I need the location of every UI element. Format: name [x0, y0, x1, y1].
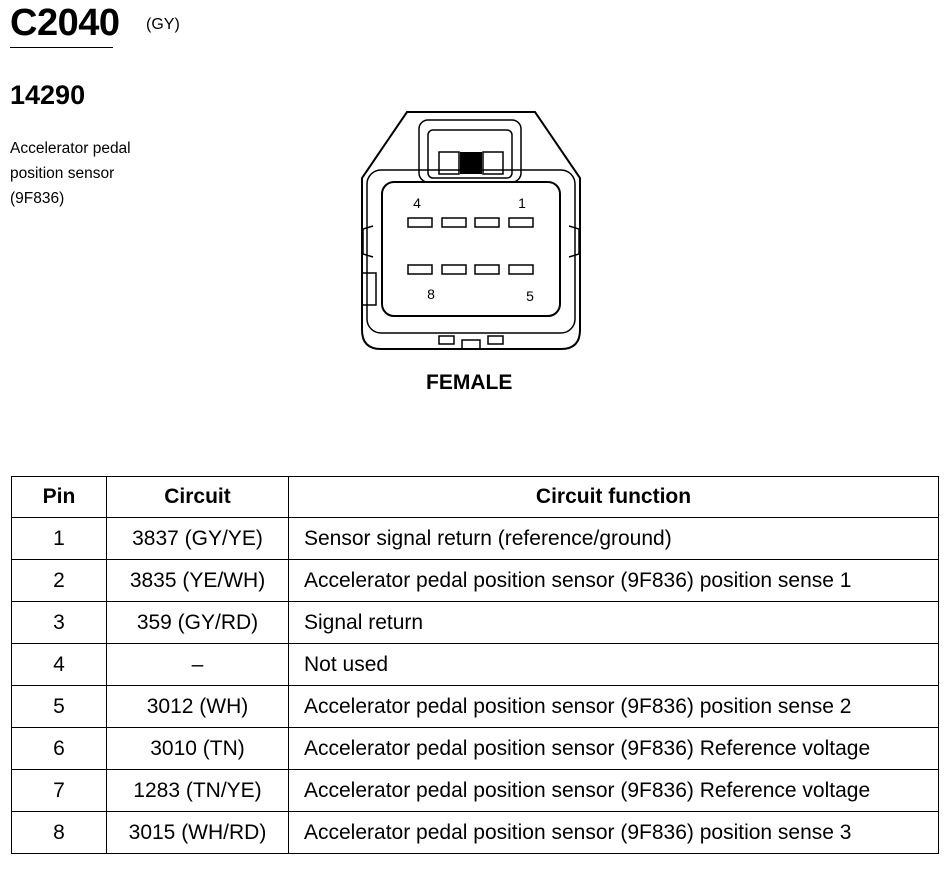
pin-label-5: 5: [526, 288, 534, 304]
circuit-cell: 3010 (TN): [106, 727, 289, 770]
connector-gender-label: FEMALE: [426, 371, 513, 394]
pin-cell: 8: [11, 811, 107, 854]
function-cell: Accelerator pedal position sensor (9F836…: [288, 685, 939, 728]
table-header-row: Pin Circuit Circuit function: [11, 476, 939, 518]
side-latch: [361, 272, 377, 306]
circuit-cell: 3015 (WH/RD): [106, 811, 289, 854]
pin-cell: 7: [11, 769, 107, 812]
pin-cell: 2: [11, 559, 107, 602]
table-row: 3 359 (GY/RD) Signal return: [11, 601, 939, 644]
bottom-key: [487, 335, 504, 345]
connector-color: (GY): [146, 16, 180, 33]
locking-tab-inner: [427, 129, 513, 179]
locking-tab-slot: [438, 151, 460, 175]
pin-label-8: 8: [427, 286, 435, 302]
part-number: 14290: [10, 80, 86, 110]
connector-id-underline: [10, 47, 113, 48]
connector-description: Accelerator pedal position sensor (9F836…: [10, 136, 131, 211]
pin-cell: 1: [11, 517, 107, 560]
table-row: 2 3835 (YE/WH) Accelerator pedal positio…: [11, 559, 939, 602]
circuit-cell: 3837 (GY/YE): [106, 517, 289, 560]
pin-cavity: [474, 264, 500, 275]
table-row: 4 – Not used: [11, 643, 939, 686]
pin-cell: 4: [11, 643, 107, 686]
bottom-key: [461, 339, 481, 350]
circuit-cell: 359 (GY/RD): [106, 601, 289, 644]
pin-cavity: [441, 217, 467, 228]
function-cell: Not used: [288, 643, 939, 686]
connector-inner-frame: [366, 169, 576, 334]
pin-cell: 6: [11, 727, 107, 770]
circuit-cell: 1283 (TN/YE): [106, 769, 289, 812]
pin-label-4: 4: [413, 195, 421, 211]
locking-tab-slot: [482, 151, 504, 175]
table-row: 7 1283 (TN/YE) Accelerator pedal positio…: [11, 769, 939, 812]
pin-cavity-area: [381, 181, 561, 317]
circuit-cell: –: [106, 643, 289, 686]
function-cell: Accelerator pedal position sensor (9F836…: [288, 811, 939, 854]
locking-tab-slot: [460, 152, 482, 174]
description-line: position sensor: [10, 165, 115, 182]
pin-label-1: 1: [518, 195, 526, 211]
circuit-cell: 3012 (WH): [106, 685, 289, 728]
bottom-key: [438, 335, 455, 345]
circuit-cell: 3835 (YE/WH): [106, 559, 289, 602]
pin-cavity: [508, 217, 534, 228]
side-tab-left: [362, 225, 374, 258]
table-row: 5 3012 (WH) Accelerator pedal position s…: [11, 685, 939, 728]
pin-cavity: [474, 217, 500, 228]
description-line: Accelerator pedal: [10, 140, 131, 157]
pin-cavity: [508, 264, 534, 275]
table-row: 6 3010 (TN) Accelerator pedal position s…: [11, 727, 939, 770]
table-row: 8 3015 (WH/RD) Accelerator pedal positio…: [11, 811, 939, 854]
header-circuit: Circuit: [106, 476, 289, 518]
connector-outer-shell: [361, 111, 581, 350]
header-pin: Pin: [11, 476, 107, 518]
pin-cavity: [407, 217, 433, 228]
function-cell: Sensor signal return (reference/ground): [288, 517, 939, 560]
function-cell: Accelerator pedal position sensor (9F836…: [288, 769, 939, 812]
pin-cell: 3: [11, 601, 107, 644]
table-row: 1 3837 (GY/YE) Sensor signal return (ref…: [11, 517, 939, 560]
connector-id: C2040: [10, 2, 120, 44]
pin-cavity: [441, 264, 467, 275]
function-cell: Accelerator pedal position sensor (9F836…: [288, 559, 939, 602]
header-circuit-function: Circuit function: [288, 476, 939, 518]
side-tab-right: [568, 225, 580, 258]
pin-cavity: [407, 264, 433, 275]
function-cell: Signal return: [288, 601, 939, 644]
pinout-table: Pin Circuit Circuit function 1 3837 (GY/…: [11, 476, 939, 854]
description-line: (9F836): [10, 190, 65, 207]
connector-face-diagram: 4 1 8 5: [361, 111, 581, 350]
function-cell: Accelerator pedal position sensor (9F836…: [288, 727, 939, 770]
pin-cell: 5: [11, 685, 107, 728]
